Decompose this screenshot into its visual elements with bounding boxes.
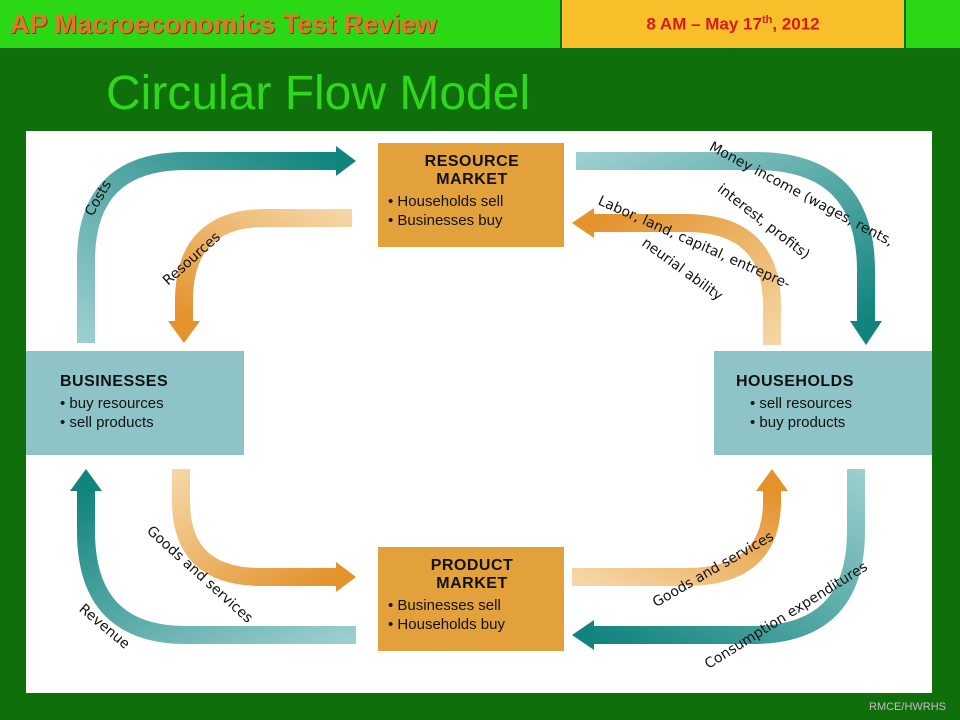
households-bullet-1: sell resources xyxy=(736,394,854,413)
header-corner-panel xyxy=(906,0,960,48)
resource-market-title-1: RESOURCE xyxy=(424,153,520,170)
money-income-arrow xyxy=(576,152,882,345)
product-market-box: PRODUCT MARKET Businesses sell Household… xyxy=(378,547,564,651)
households-bullet-2: buy products xyxy=(736,413,854,432)
resource-market-box: RESOURCE MARKET Households sell Business… xyxy=(378,143,564,247)
resource-market-title-2: MARKET xyxy=(436,171,508,188)
product-market-title-1: PRODUCT xyxy=(430,557,514,574)
circular-flow-diagram: RESOURCE MARKET Households sell Business… xyxy=(26,131,932,693)
households-title: HOUSEHOLDS xyxy=(736,373,854,390)
revenue-arrow xyxy=(70,469,356,644)
resource-market-bullet-1: Households sell xyxy=(388,192,556,211)
goods-services-right-arrow xyxy=(572,469,788,586)
credit-footer: RMCE/HWRHS xyxy=(869,701,946,713)
costs-arrow xyxy=(77,146,356,343)
product-market-bullet-1: Businesses sell xyxy=(388,596,556,615)
course-title: AP Macroeconomics Test Review xyxy=(10,9,437,39)
slide-title: Circular Flow Model xyxy=(106,67,531,120)
goods-services-left-arrow xyxy=(172,469,356,592)
header-date-panel: 8 AM – May 17th, 2012 xyxy=(562,0,904,48)
businesses-bullet-2: sell products xyxy=(60,413,168,432)
session-date: 8 AM – May 17th, 2012 xyxy=(646,13,820,34)
resources-arrow xyxy=(168,209,352,343)
header-title-panel: AP Macroeconomics Test Review xyxy=(0,0,560,48)
product-market-title-2: MARKET xyxy=(436,575,508,592)
businesses-box: BUSINESSES buy resources sell products xyxy=(26,351,244,455)
product-market-bullet-2: Households buy xyxy=(388,615,556,634)
resource-market-bullet-2: Businesses buy xyxy=(388,211,556,230)
flow-arrows xyxy=(70,146,882,650)
businesses-title: BUSINESSES xyxy=(60,373,169,390)
businesses-bullet-1: buy resources xyxy=(60,394,168,413)
labor-arrow xyxy=(572,208,781,345)
households-box: HOUSEHOLDS sell resources buy products xyxy=(714,351,932,455)
consumption-arrow xyxy=(572,469,865,650)
